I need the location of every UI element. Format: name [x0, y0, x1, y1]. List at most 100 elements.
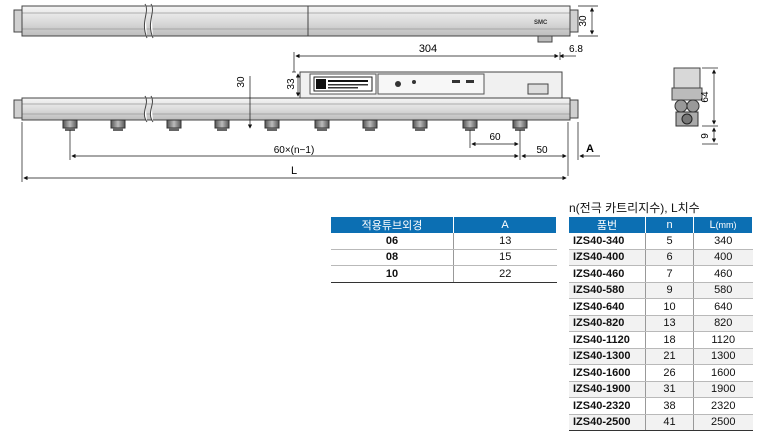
- l-cell: 580: [693, 282, 753, 299]
- tube-table-header-tube: 적용튜브외경: [331, 217, 454, 233]
- n-cell: 5: [645, 233, 694, 250]
- l-cell: 2320: [693, 397, 753, 415]
- l-cell: 640: [693, 298, 753, 316]
- electrode-nozzle: [166, 119, 182, 131]
- dim-60-n-label: 60×(n−1): [274, 145, 315, 156]
- n-cell: 7: [645, 265, 694, 283]
- n-cell: 9: [645, 282, 694, 299]
- dim-64-label: 64: [700, 91, 711, 103]
- model-header: 품번: [569, 217, 646, 233]
- model-cell: IZS40-400: [569, 249, 646, 266]
- dim-33: 33: [286, 71, 301, 97]
- n-cell: 38: [645, 397, 694, 415]
- svg-text:SMC: SMC: [534, 20, 548, 26]
- a-value-cell: 22: [453, 265, 557, 283]
- n-header: n: [645, 217, 694, 233]
- dim-A: A: [577, 122, 600, 160]
- tube-table-header-a: A: [453, 217, 557, 233]
- l-cell: 1900: [693, 381, 753, 398]
- model-table-caption: n(전극 카트리지수), L치수: [569, 201, 700, 215]
- model-cell: IZS40-1900: [569, 381, 646, 398]
- a-value-cell: 13: [453, 233, 557, 250]
- dim-L-label: L: [291, 165, 297, 177]
- l-cell: 820: [693, 315, 753, 332]
- n-cell: 26: [645, 364, 694, 382]
- dim-30-front: 30: [236, 76, 253, 129]
- model-cell: IZS40-2320: [569, 397, 646, 415]
- electrode-nozzle: [314, 119, 330, 131]
- a-value-cell: 15: [453, 249, 557, 266]
- model-cell: IZS40-580: [569, 282, 646, 299]
- model-cell: IZS40-640: [569, 298, 646, 316]
- dim-A-label: A: [586, 143, 594, 155]
- table-row: 08 15: [331, 249, 557, 266]
- electrode-nozzle: [412, 119, 428, 131]
- n-cell: 21: [645, 348, 694, 365]
- front-view-bar: [13, 71, 579, 123]
- tube-table-header: 적용튜브외경 A: [331, 217, 557, 233]
- model-cell: IZS40-1120: [569, 331, 646, 349]
- model-cell: IZS40-460: [569, 265, 646, 283]
- dim-50: 50: [521, 122, 569, 176]
- dim-50-label: 50: [536, 145, 548, 156]
- n-cell: 41: [645, 414, 694, 431]
- n-cell: 18: [645, 331, 694, 349]
- l-cell: 1600: [693, 364, 753, 382]
- dim-304: 304 6.8: [293, 43, 583, 72]
- dim-30-front-label: 30: [236, 76, 247, 88]
- l-cell: 400: [693, 249, 753, 266]
- model-cell: IZS40-2500: [569, 414, 646, 431]
- dim-6-8-label: 6.8: [569, 44, 583, 55]
- model-cell: IZS40-1600: [569, 364, 646, 382]
- electrode-nozzle: [462, 119, 478, 131]
- dim-60: 60: [469, 130, 521, 160]
- model-table-header: 품번 n L(mm): [569, 217, 753, 233]
- dim-top-30: 30: [578, 5, 598, 37]
- l-header-unit: (mm): [715, 220, 737, 230]
- table-row: 06 13: [331, 233, 557, 250]
- tube-od-cell: 06: [331, 233, 454, 250]
- dim-top-30-label: 30: [578, 15, 589, 27]
- n-cell: 13: [645, 315, 694, 332]
- n-cell: 31: [645, 381, 694, 398]
- l-header-label: L: [709, 219, 716, 231]
- electrode-nozzle: [110, 119, 126, 131]
- dim-9-label: 9: [700, 133, 711, 139]
- dim-60-n: 60×(n−1): [69, 130, 519, 160]
- model-cell: IZS40-820: [569, 315, 646, 332]
- electrode-nozzle: [264, 119, 280, 131]
- tube-od-table: 적용튜브외경 A 06 13 08 15 10 22: [331, 217, 557, 283]
- dim-304-label: 304: [419, 43, 437, 55]
- electrode-nozzle: [214, 119, 230, 131]
- tube-od-cell: 10: [331, 265, 454, 283]
- l-cell: 2500: [693, 414, 753, 431]
- dim-60-label: 60: [489, 132, 501, 143]
- electrode-nozzle: [512, 119, 528, 131]
- top-view-bar: SMC: [13, 3, 579, 43]
- dim-33-label: 33: [286, 78, 297, 90]
- electrode-nozzle: [62, 119, 78, 131]
- n-cell: 10: [645, 298, 694, 316]
- l-cell: 1300: [693, 348, 753, 365]
- end-view: 64 9: [671, 67, 718, 145]
- n-cell: 6: [645, 249, 694, 266]
- table-row: 10 22: [331, 265, 557, 283]
- model-cell: IZS40-1300: [569, 348, 646, 365]
- electrode-nozzles: [62, 119, 528, 131]
- model-cell: IZS40-340: [569, 233, 646, 250]
- tube-od-cell: 08: [331, 249, 454, 266]
- dim-L: L: [21, 122, 567, 182]
